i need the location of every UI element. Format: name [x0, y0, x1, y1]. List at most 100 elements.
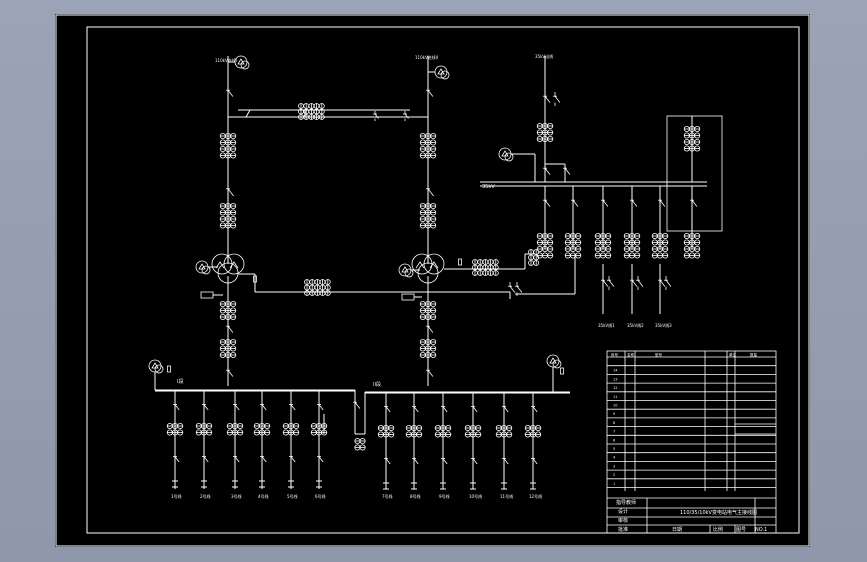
pt-mark [549, 357, 557, 364]
pt-coil [201, 265, 211, 275]
main-transformer-1 [211, 253, 245, 284]
current-transformer [564, 232, 582, 259]
current-transformer [623, 232, 641, 259]
disconnect-switch [571, 196, 579, 210]
disconnect-switch [441, 403, 448, 415]
table-row-number: 13 [613, 377, 617, 381]
disconnect-switch [426, 184, 434, 200]
switch-blade [354, 401, 361, 409]
table-header-2: 型号 [655, 352, 663, 357]
switch-blade [374, 113, 379, 119]
disconnect-switch [353, 398, 361, 412]
switch-blade [572, 199, 579, 207]
switch-blade [318, 404, 324, 411]
pt-coil [148, 359, 162, 373]
switch-blade [602, 199, 609, 207]
ct-35-in [536, 123, 554, 143]
current-transformer [683, 232, 701, 259]
symbols [148, 55, 723, 467]
table-row-number: 4 [613, 456, 616, 460]
pt-coil [154, 364, 164, 374]
ct-coil [547, 252, 554, 259]
disconnect-switch [543, 92, 551, 106]
sheet-label: 图号 [736, 527, 746, 533]
disconnect-switch [502, 455, 509, 467]
feeder-35kv-2: 35kV线2 [627, 322, 644, 328]
feeder-left-6: 6号线 [315, 493, 326, 499]
feeder-right-2: 8号线 [410, 493, 421, 499]
switch-blade [227, 188, 234, 197]
feeder-left-5: 5号线 [287, 493, 298, 499]
scale-label: 比例 [713, 526, 723, 533]
table-header-3: 单位 [729, 352, 737, 357]
switch-blade [427, 325, 434, 333]
current-transformer [282, 422, 300, 436]
ct-coil [547, 129, 554, 136]
bus-pt-35 [498, 147, 514, 162]
switch-blade [544, 95, 551, 103]
pt-mark [198, 263, 206, 270]
switch-blade [503, 406, 509, 413]
fuse-35 [253, 275, 257, 283]
switch-blade [503, 458, 509, 465]
disconnect-switch [515, 282, 523, 296]
pt-mark [401, 266, 409, 273]
switch-blade [227, 369, 234, 377]
winding [411, 253, 433, 275]
bus-pt-left [148, 359, 164, 374]
ct-lv-right-1 [419, 300, 437, 320]
switch-blade [532, 406, 538, 413]
disconnect-switch [658, 196, 666, 210]
capacitor-bank-box [666, 115, 723, 232]
feed-label-left: 110kV进线I [215, 57, 237, 63]
disconnect-switch [260, 453, 267, 465]
ct-coil [535, 431, 542, 438]
date-label: 日期 [672, 527, 682, 533]
disconnect-switch [233, 401, 240, 413]
pt-mark [237, 58, 245, 65]
disconnect-switch [601, 196, 609, 210]
pt-coil [404, 268, 414, 278]
switch-blade [234, 404, 240, 411]
current-transformer [195, 422, 213, 436]
switch-blade [261, 456, 267, 463]
feeder-35kv-1: 35kV线1 [598, 322, 615, 328]
table-header-4: 数量 [750, 352, 758, 357]
disconnect-switch [607, 276, 615, 290]
disconnect-switch [664, 276, 672, 290]
drawing-frame [55, 14, 810, 547]
fuse-35-r [458, 258, 462, 266]
current-transformer [166, 422, 184, 436]
current-transformer [434, 424, 452, 438]
disconnect-switch [226, 184, 234, 200]
ct-lv-left-1 [219, 300, 237, 320]
ct-coil [547, 239, 554, 246]
switch-blade [554, 95, 561, 103]
switch-blade [631, 199, 638, 207]
35kv-ct-right [472, 259, 499, 276]
bus-35kv-label: 35kV [482, 184, 495, 190]
wire [245, 109, 251, 118]
pt-mark [501, 150, 509, 157]
capacitor-ct [683, 126, 701, 152]
table-row-number: 11 [613, 395, 617, 399]
table-row-number: 9 [613, 412, 615, 416]
feeder-left-4: 4号线 [258, 493, 269, 499]
bus-pt-right [546, 354, 562, 369]
disconnect-switch [630, 276, 638, 290]
switch-blade [385, 458, 391, 465]
switch-blade [516, 285, 523, 293]
disconnect-switch [543, 164, 551, 178]
ct-coil [547, 245, 554, 252]
bridge-switch-2 [403, 111, 409, 121]
winding [223, 253, 245, 275]
table-row-number: 2 [613, 473, 615, 477]
winding-mark [415, 261, 425, 269]
switch-blade [203, 404, 209, 411]
switch-blade [427, 89, 434, 97]
switch-blade [659, 279, 666, 287]
disconnect-switch [426, 366, 434, 380]
current-transformer [464, 424, 482, 438]
disconnect-switch [173, 453, 180, 465]
